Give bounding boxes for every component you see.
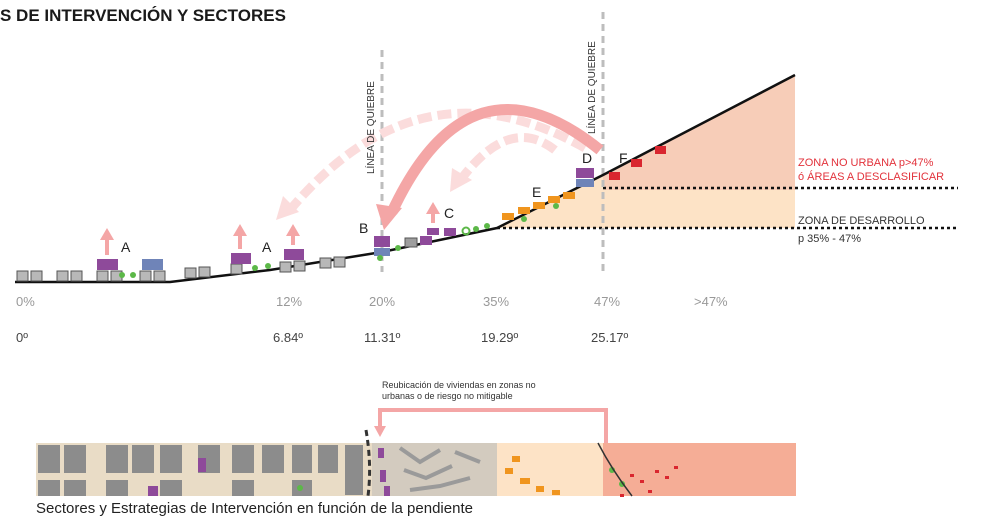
zone-no-urbana-fill [603,75,795,190]
plan-view-strip [36,429,796,497]
sector-e-marker [502,192,575,222]
sector-b-marker [374,236,401,261]
break-line-label-20: LÍNEA DE QUIEBRE [364,81,377,174]
sector-f-marker [609,146,666,180]
relocation-arrow-main [387,103,604,215]
percent-tick-0: 0% [16,294,35,309]
letter-f: F [619,150,628,166]
relocation-arrow-faded-2 [458,133,558,181]
relocation-bracket [378,408,608,443]
zone-desarrollo-label-2: p 35% - 47% [798,233,861,245]
sector-c-marker [404,202,490,248]
zone-desarrollo-fill [497,175,795,228]
degree-tick-0: 0º [16,330,28,345]
relocation-note-1: Reubicación de viviendas en zonas no [382,380,536,390]
relocation-arrowhead-main [376,204,402,230]
break-line-label-47: LÍNEA DE QUIEBRE [585,41,598,134]
letter-a2: A [262,239,272,255]
percent-tick-35: 35% [483,294,509,309]
diagram-title: S DE INTERVENCIÓN Y SECTORES [0,6,286,25]
letter-c: C [444,205,454,221]
sector-d-marker [576,168,594,187]
relocation-arrow-faded-1 [286,108,588,213]
figure-caption: Sectores y Estrategias de Intervención e… [36,500,473,517]
sector-a1-marker [97,228,163,278]
relocation-note-2: urbanas o de riesgo no mitigable [382,391,513,401]
degree-tick-35: 19.29º [481,330,519,345]
relocation-arrowhead-faded-1 [276,196,299,220]
zone-no-urbana-label-1: ZONA NO URBANA p>47% [798,157,934,169]
letter-d: D [582,150,592,166]
degree-tick-12: 6.84º [273,330,303,345]
zone-no-urbana-label-2: ó ÁREAS A DESCLASIFICAR [798,170,944,183]
letter-b: B [359,220,368,236]
sector-a2-marker [231,224,304,271]
relocation-bracket-head [374,426,386,437]
letter-a1: A [121,239,131,255]
letter-e: E [532,184,541,200]
percent-tick-12: 12% [276,294,302,309]
percent-tick-47: 47% [594,294,620,309]
houses-flat [16,256,346,282]
percent-tick-gt47: >47% [694,294,728,309]
degree-tick-20: 11.31º [364,330,401,345]
zone-desarrollo-label-1: ZONA DE DESARROLLO [798,215,925,227]
relocation-arrowhead-faded-2 [450,168,472,192]
percent-tick-20: 20% [369,294,395,309]
degree-tick-47: 25.17º [591,330,629,345]
